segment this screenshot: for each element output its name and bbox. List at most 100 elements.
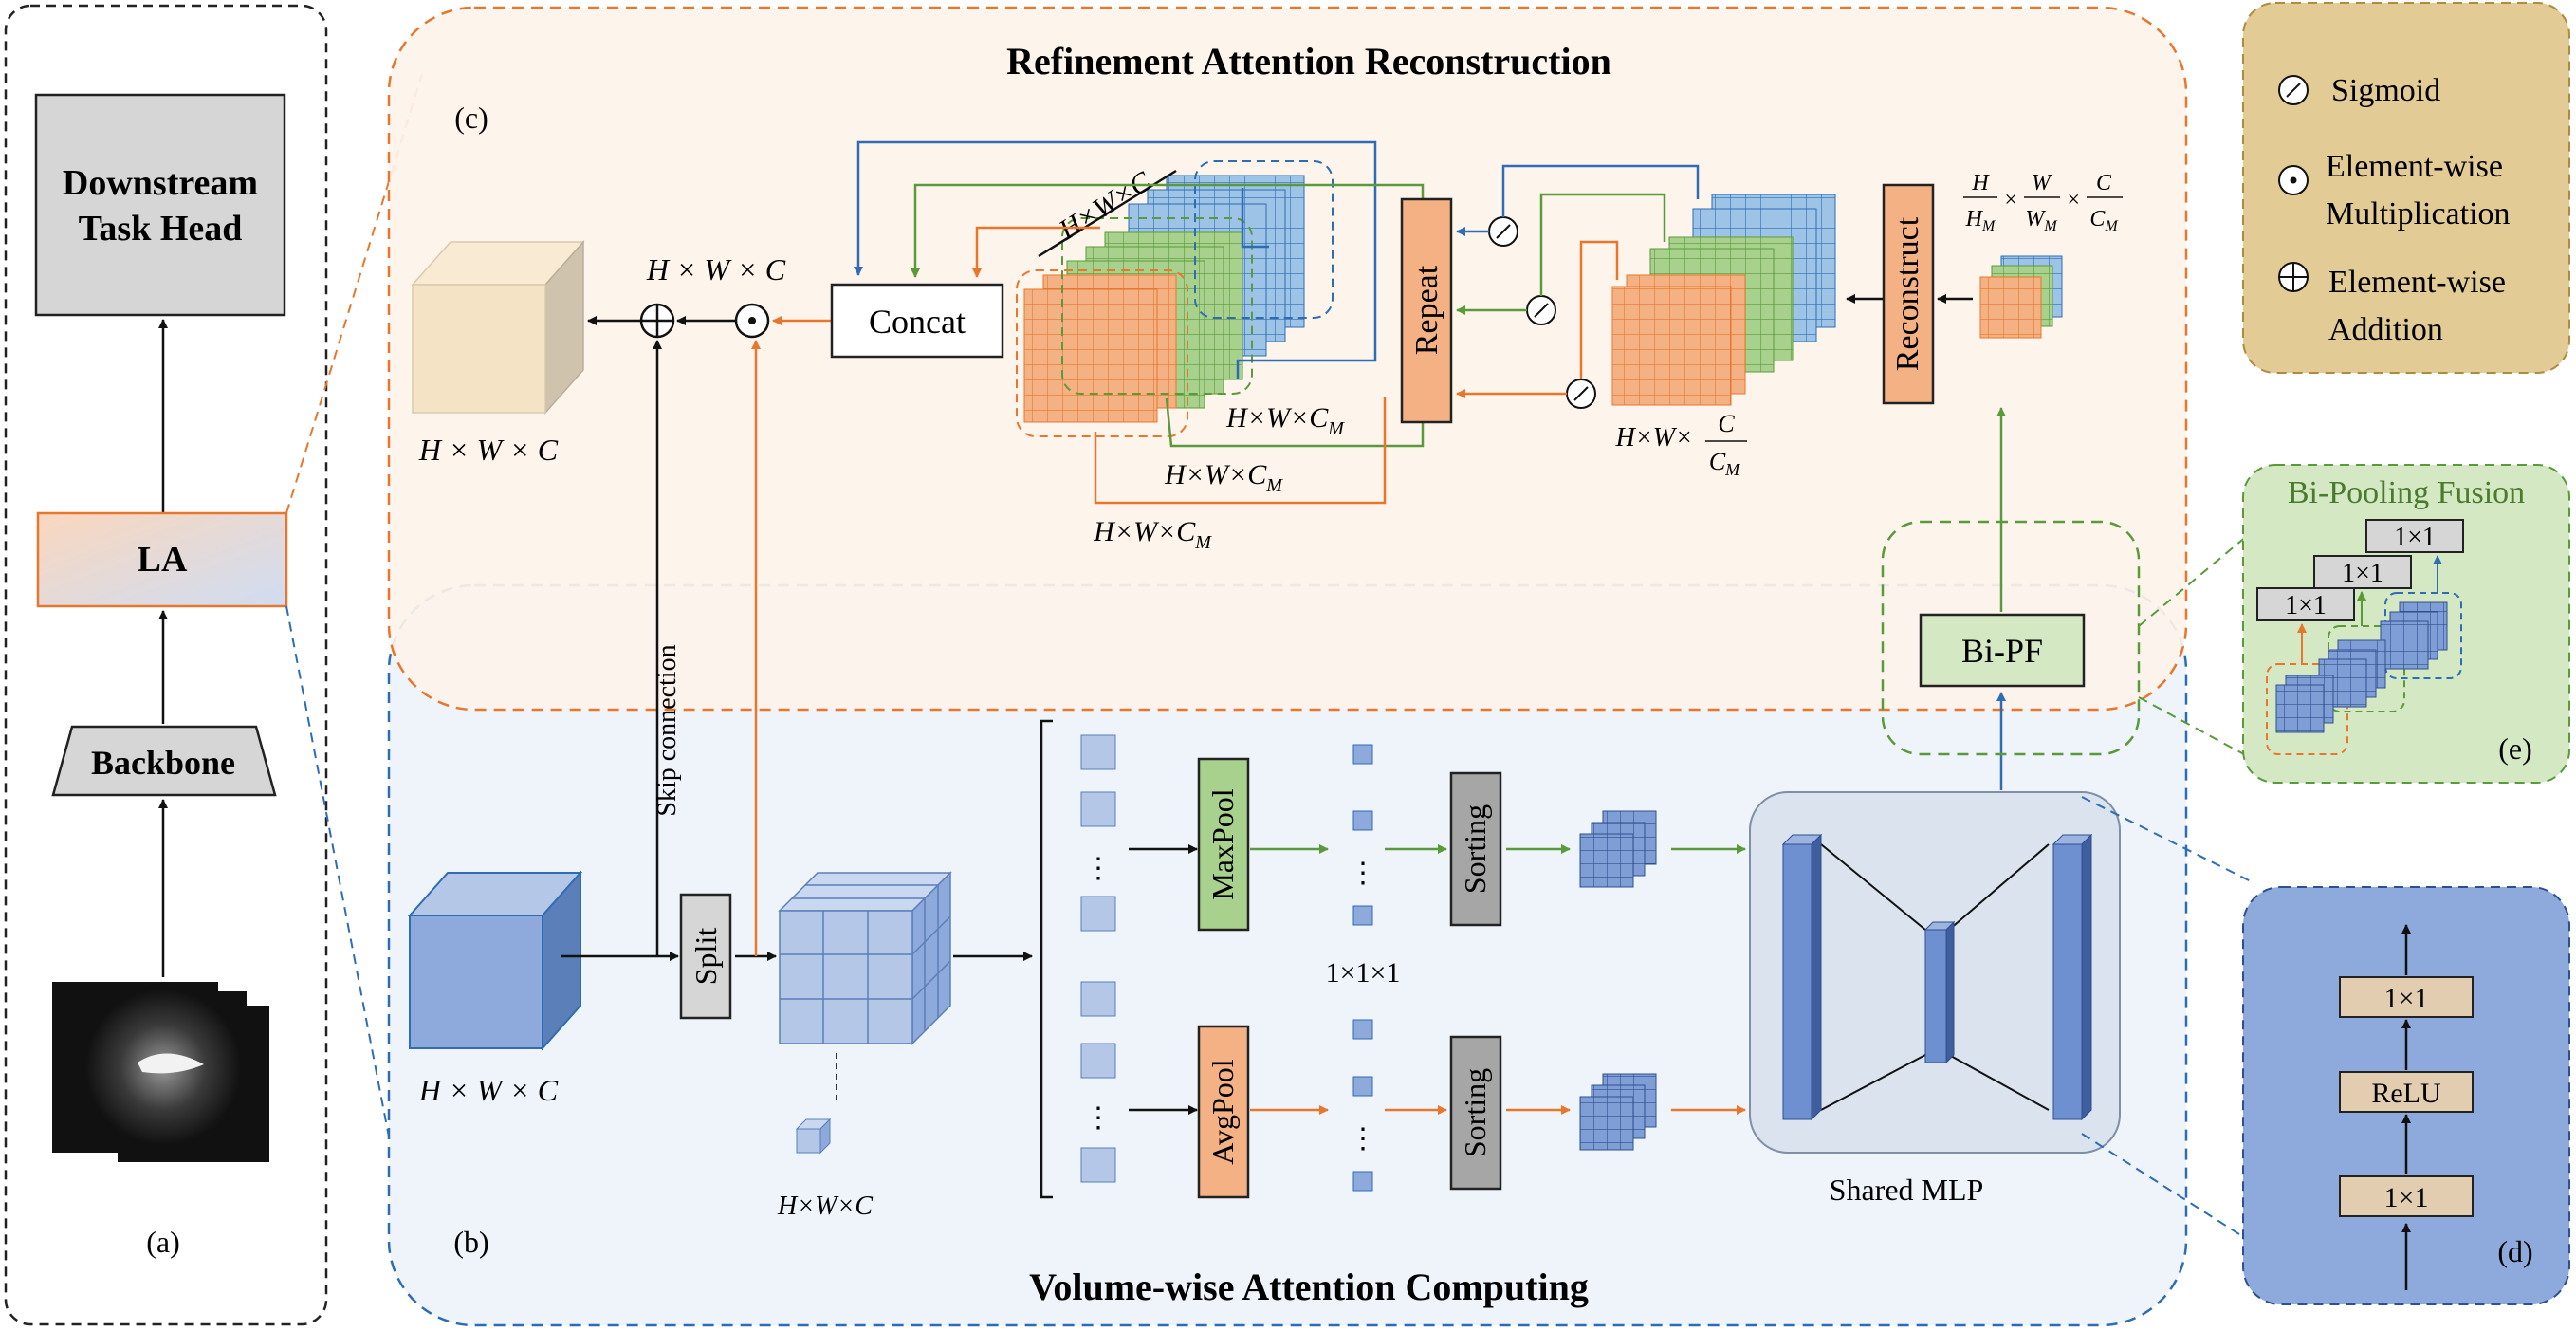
pooled-dots-bottom: ⋮ [1349,1123,1377,1155]
panel-a-caption: (a) [146,1225,180,1259]
svg-text:H: H [1971,171,1990,195]
after-mult-dims: H × W × C [646,252,786,287]
input-cube-dims: H × W × C [418,1073,559,1107]
frac-cm: CM [1709,448,1740,479]
legend-panel: Sigmoid Element-wise Multiplication Elem… [2242,2,2570,374]
mlp-detail-panel: 1×1 ReLU 1×1 (d) [2242,886,2570,1305]
bipooling-conv-b [2313,555,2412,589]
sorted-stack-bottom [1579,1073,1657,1151]
reconstructed-feature-stack [1611,194,1836,406]
bipooling-title: Bi-Pooling Fusion [2288,475,2525,510]
refinement-title: Refinement Attention Reconstruction [1006,40,1611,83]
svg-text:W: W [2032,171,2052,195]
subvolume-dims: H×W×C [777,1192,873,1221]
svg-text:1×1: 1×1 [2394,523,2436,552]
sigmoid-node-green [1526,295,1556,325]
small-attention-stack [1979,255,2063,339]
multiply-legend-icon [2278,165,2309,195]
input-feature-cube [407,870,583,1051]
pooled-units [1352,744,1373,1192]
svg-text:1×1: 1×1 [2342,559,2383,588]
svg-text:C: C [2096,171,2112,195]
legend-add-1: Element-wise [2328,265,2506,300]
svg-text:1×1: 1×1 [2384,1182,2429,1213]
bipf-label: Bi-PF [1961,632,2043,670]
downstream-head-box [34,93,286,317]
bipooling-panel: Bi-Pooling Fusion 1×1 1×1 1×1 (e) [2242,464,2570,784]
subvolume-list [1080,734,1116,1183]
output-cube-dims: H × W × C [418,433,559,467]
input-image-stack [52,982,269,1162]
legend-add-2: Addition [2328,312,2443,347]
split-label: Split [689,928,723,986]
split-volume-cube [778,871,952,1155]
bipf-box[interactable] [1919,613,2086,688]
unit-dims-label: 1×1×1 [1326,957,1401,989]
mlp-conv-top [2339,976,2474,1018]
mlp-conv-bottom [2339,1175,2474,1217]
avgpool-box[interactable] [1197,1025,1250,1199]
recon-fraction-label: H HM × W WM × C CM [1963,171,2123,234]
bipooling-conv-a [2256,587,2355,621]
mlp-relu [2339,1071,2474,1113]
bipooling-conv-c [2365,519,2464,553]
subvolume-dots-bottom: ⋮ [1084,1102,1113,1134]
output-feature-cube [411,240,585,415]
repeat-label: Repeat [1409,265,1444,355]
panel-e-caption: (e) [2498,731,2532,766]
maxpool-box[interactable] [1197,757,1250,932]
sigmoid-legend-icon [2278,75,2309,105]
volume-panel [387,583,2188,1327]
shared-mlp-block[interactable] [1749,791,2121,1154]
panel-c-caption: (c) [454,101,488,135]
reconstruct-label: Reconstruct [1890,216,1925,371]
shared-mlp-label: Shared MLP [1830,1173,1984,1207]
sigmoid-node-orange [1566,379,1596,409]
avgpool-label: AvgPool [1205,1059,1240,1165]
svg-text:HM: HM [1965,207,1996,234]
skip-connection-label: Skip connection [653,644,682,816]
hwcm-label-1: H×W×CM [1225,402,1345,439]
concat-box[interactable] [830,283,1004,359]
la-module-label: LA [138,540,188,580]
repeat-box[interactable] [1400,197,1453,424]
downstream-head-label-2: Task Head [79,209,243,249]
pooled-dots-top: ⋮ [1349,858,1377,889]
element-multiply-node [734,303,770,339]
maxpool-label: MaxPool [1205,788,1240,899]
panel-d-caption: (d) [2497,1234,2532,1268]
split-box[interactable] [679,893,732,1020]
svg-text:1×1: 1×1 [2384,983,2429,1014]
svg-text:ReLU: ReLU [2371,1078,2441,1109]
pipeline-panel: Downstream Task Head LA Backbone (a) [4,4,328,1326]
sorting-box-top[interactable] [1449,771,1502,927]
hw-over-c-cm: H×W× [1615,423,1693,453]
svg-text:×: × [2003,188,2018,213]
backbone-label: Backbone [91,744,235,782]
hwcm-label-3: H×W×CM [1093,516,1212,553]
hwcm-label-2: H×W×CM [1164,459,1283,496]
legend-sigmoid: Sigmoid [2331,73,2440,108]
panel-b-caption: (b) [453,1225,488,1259]
subvolume-dots-top: ⋮ [1084,853,1113,884]
concat-label: Concat [869,303,966,341]
frac-c: C [1718,410,1735,437]
la-module-box[interactable] [36,511,288,608]
sigmoid-node-blue [1488,216,1518,247]
svg-text:WM: WM [2025,207,2058,234]
downstream-head-label-1: Downstream [63,163,258,203]
sorting-label-top: Sorting [1458,804,1492,894]
sorted-stack-top [1579,810,1657,888]
concat-feature-stack [1016,160,1334,437]
subvolume-bracket [1040,719,1053,1199]
volume-title: Volume-wise Attention Computing [1029,1266,1589,1308]
add-legend-icon [2278,262,2309,292]
sorting-box-bottom[interactable] [1449,1035,1502,1191]
element-add-node [639,303,675,339]
refinement-panel [387,6,2188,712]
svg-text:CM: CM [2089,207,2119,234]
backbone-box [51,725,277,797]
reconstruct-box[interactable] [1882,183,1935,405]
sorting-label-bottom: Sorting [1458,1068,1492,1157]
